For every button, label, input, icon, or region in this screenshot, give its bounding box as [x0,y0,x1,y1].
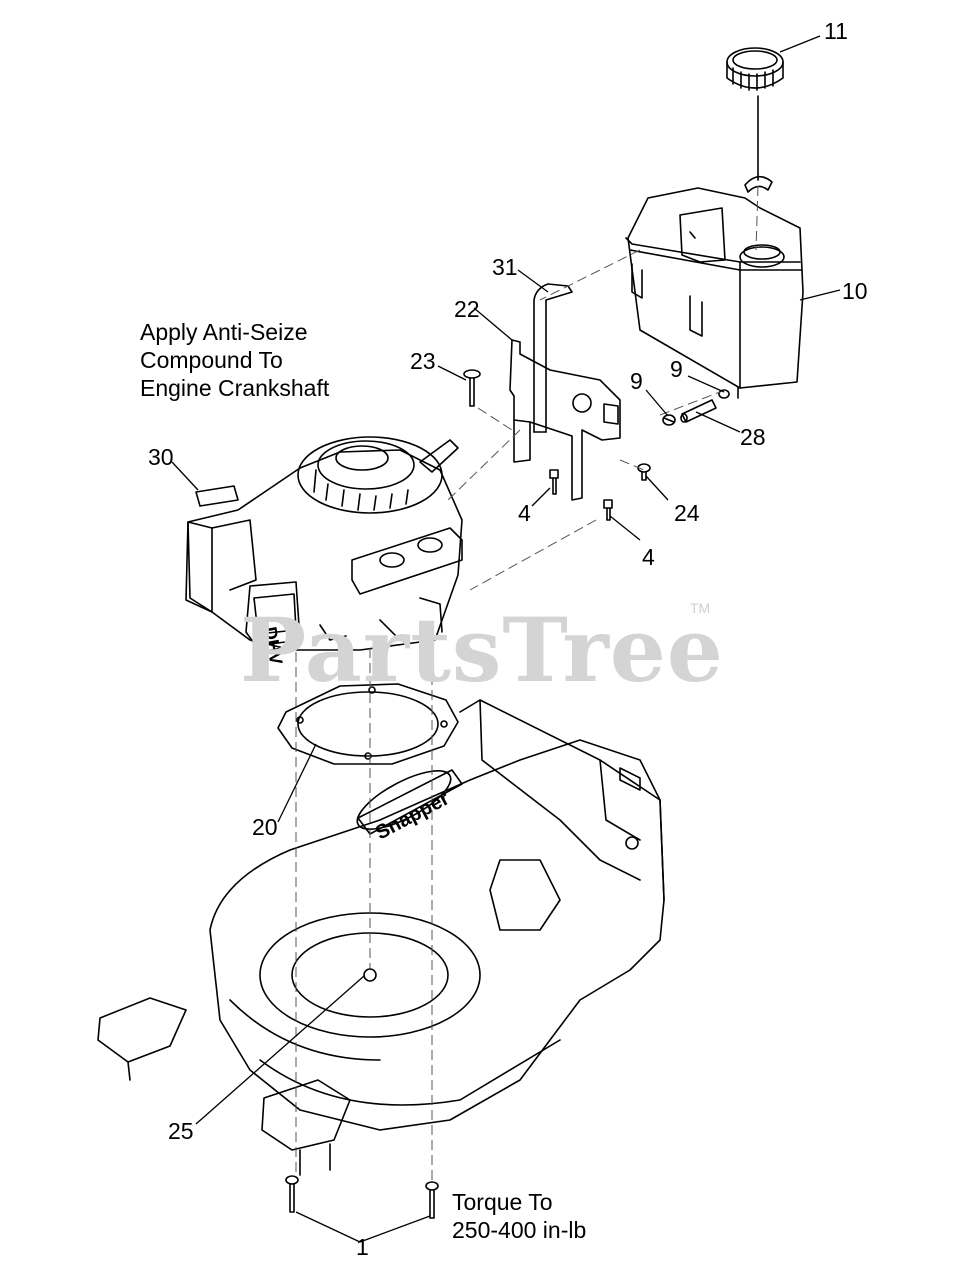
anti-seize-line-3: Engine Crankshaft [140,375,330,401]
decal-30 [195,485,239,507]
clamp-9a [662,414,676,426]
gasket-part [277,683,459,765]
handle-rod-part [533,283,573,433]
callout-9-right: 9 [670,356,683,382]
deck-logo-text: Snapper [372,787,453,844]
pin-23 [463,369,481,407]
callout-22: 22 [454,296,480,322]
fuel-tank-part [625,187,804,399]
torque-line-1: Torque To [452,1189,553,1215]
callout-24: 24 [674,500,700,526]
callout-10: 10 [842,278,868,304]
callout-4-upper: 4 [518,500,531,526]
torque-line-2: 250-400 in-lb [452,1217,587,1243]
mower-deck-part [97,699,665,1176]
callout-9-left: 9 [630,368,643,394]
callout-25: 25 [168,1118,194,1144]
callout-11: 11 [824,18,848,44]
clamp-9b [718,389,730,399]
bolt-4b [603,499,613,521]
callout-4-lower: 4 [642,544,655,570]
callout-28: 28 [740,424,766,450]
tank-bracket-part [509,339,621,501]
assembly-lines [295,185,759,1180]
anti-seize-line-1: Apply Anti-Seize [140,319,308,345]
callout-31: 31 [492,254,518,280]
engine-part [185,436,463,651]
bolt-4a [549,469,559,495]
gas-cap-part [726,47,784,193]
anti-seize-note: Apply Anti-Seize Compound To Engine Cran… [140,318,329,402]
callout-30: 30 [148,444,174,470]
leader-lines [171,35,841,1243]
deck-bolt-left [285,1175,299,1213]
anti-seize-line-2: Compound To [140,347,283,373]
callout-23: 23 [410,348,436,374]
watermark-brand: PartsTree [240,598,724,702]
torque-note: Torque To 250-400 in-lb [452,1188,586,1244]
deck-bolt-right [425,1181,439,1219]
watermark-tm: TM [690,600,711,616]
callout-20: 20 [252,814,278,840]
fuel-line-28 [680,399,717,423]
callout-1: 1 [356,1234,369,1260]
